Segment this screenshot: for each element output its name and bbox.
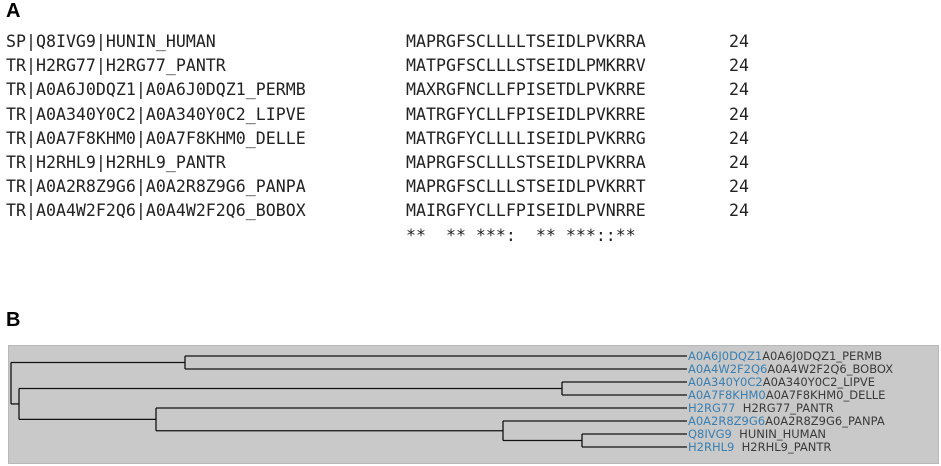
tree-leaf-label: H2RHL9 H2RHL9_PANTR (688, 439, 832, 454)
leaf-accession: A0A340Y0C2 (688, 374, 763, 389)
sequence-residues: MATRGFYCLLFPISEIDLPVKRRE (406, 104, 646, 124)
tree-leaf-label: Q8IVG9 HUNIN_HUMAN (688, 426, 827, 441)
tree-leaf-label: A0A6J0DQZ1A0A6J0DQZ1_PERMB (688, 348, 883, 363)
sequence-id: SP|Q8IVG9|HUNIN_HUMAN (6, 32, 216, 51)
sequence-residues: MAXRGFNCLLFPISETDLPVKRRE (406, 80, 646, 100)
leaf-name: A0A7F8KHM0_DELLE (765, 387, 886, 402)
leaf-accession: A0A7F8KHM0 (688, 387, 766, 402)
panel-a-label: A (6, 0, 21, 22)
sequence-residues: MATRGFYCLLLLISEIDLPVKRRG (406, 128, 646, 148)
alignment-row: TR|A0A7F8KHM0|A0A7F8KHM0_DELLE MATRGFYCLL… (6, 127, 749, 151)
sequence-id: TR|A0A340Y0C2|A0A340Y0C2_LIPVE (6, 104, 306, 124)
leaf-accession: H2RHL9 (688, 439, 735, 454)
alignment-row: TR|A0A340Y0C2|A0A340Y0C2_LIPVE MATRGFYCLL… (6, 103, 749, 127)
tree-branches (10, 355, 687, 448)
sequence-residues: MAPRGFSCLLLSTSEIDLPVKRRT (406, 177, 646, 197)
alignment-row: TR|H2RG77|H2RG77_PANTR MATPGFSCLLLSTSEIDL… (6, 54, 749, 78)
sequence-residues: MAPRGFSCLLLSTSEIDLPVKRRA (406, 152, 646, 172)
sequence-id: TR|A0A2R8Z9G6|A0A2R8Z9G6_PANPA (6, 177, 306, 197)
tree-leaf-label: A0A7F8KHM0A0A7F8KHM0_DELLE (688, 387, 886, 402)
sequence-id: TR|A0A4W2F2Q6|A0A4W2F2Q6_BOBOX (6, 201, 306, 221)
sequence-length: 24 (729, 80, 749, 100)
sequence-length: 24 (729, 56, 749, 76)
leaf-name: A0A6J0DQZ1_PERMB (762, 348, 883, 363)
sequence-length: 24 (729, 128, 749, 148)
leaf-name: A0A4W2F2Q6_BOBOX (767, 361, 894, 376)
leaf-accession: A0A2R8Z9G6 (688, 413, 766, 428)
sequence-id: TR|H2RHL9|H2RHL9_PANTR (6, 152, 226, 172)
sequence-length: 24 (729, 32, 749, 51)
alignment-row: TR|H2RHL9|H2RHL9_PANTR MAPRGFSCLLLSTSEIDL… (6, 151, 749, 175)
sequence-length: 24 (729, 152, 749, 172)
panel-b-label: B (6, 309, 21, 331)
alignment-row: TR|A0A2R8Z9G6|A0A2R8Z9G6_PANPA MAPRGFSCLL… (6, 175, 749, 199)
tree-leaf-label: H2RG77 H2RG77_PANTR (688, 400, 834, 415)
sequence-length: 24 (729, 201, 749, 221)
leaf-name: A0A2R8Z9G6_PANPA (765, 413, 885, 428)
leaf-accession: H2RG77 (688, 400, 736, 415)
leaf-name: A0A340Y0C2_LIPVE (762, 374, 876, 389)
sequence-residues: MAIRGFYCLLFPISEIDLPVNRRE (406, 201, 646, 221)
sequence-residues: MAPRGFSCLLLLTSEIDLPVKRRA (406, 32, 646, 51)
leaf-name: H2RHL9_PANTR (734, 439, 832, 454)
sequence-id: TR|A0A7F8KHM0|A0A7F8KHM0_DELLE (6, 128, 306, 148)
alignment-row: TR|A0A6J0DQZ1|A0A6J0DQZ1_PERMB MAXRGFNCLL… (6, 78, 749, 102)
leaf-accession: Q8IVG9 (688, 426, 732, 441)
leaf-name: HUNIN_HUMAN (731, 426, 827, 441)
leaf-name: H2RG77_PANTR (735, 400, 834, 415)
conservation-row: ** ** ***: ** ***::** (6, 224, 749, 248)
tree-leaf-label: A0A340Y0C2A0A340Y0C2_LIPVE (688, 374, 876, 389)
leaf-accession: A0A6J0DQZ1 (688, 348, 763, 363)
alignment-row: SP|Q8IVG9|HUNIN_HUMAN MAPRGFSCLLLLTSEIDLP… (6, 30, 749, 54)
alignment-row: TR|A0A4W2F2Q6|A0A4W2F2Q6_BOBOX MAIRGFYCLL… (6, 199, 749, 223)
sequence-residues: MATPGFSCLLLSTSEIDLPMKRRV (406, 56, 646, 76)
sequence-alignment: SP|Q8IVG9|HUNIN_HUMAN MAPRGFSCLLLLTSEIDLP… (6, 30, 749, 248)
tree-leaf-label: A0A4W2F2Q6A0A4W2F2Q6_BOBOX (688, 361, 894, 376)
sequence-length: 24 (729, 104, 749, 124)
sequence-id: TR|A0A6J0DQZ1|A0A6J0DQZ1_PERMB (6, 80, 306, 100)
conservation-symbols: ** ** ***: ** ***::** (406, 225, 636, 245)
leaf-accession: A0A4W2F2Q6 (688, 361, 768, 376)
sequence-length: 24 (729, 177, 749, 197)
sequence-id: TR|H2RG77|H2RG77_PANTR (6, 56, 226, 76)
tree-leaf-label: A0A2R8Z9G6A0A2R8Z9G6_PANPA (688, 413, 885, 428)
